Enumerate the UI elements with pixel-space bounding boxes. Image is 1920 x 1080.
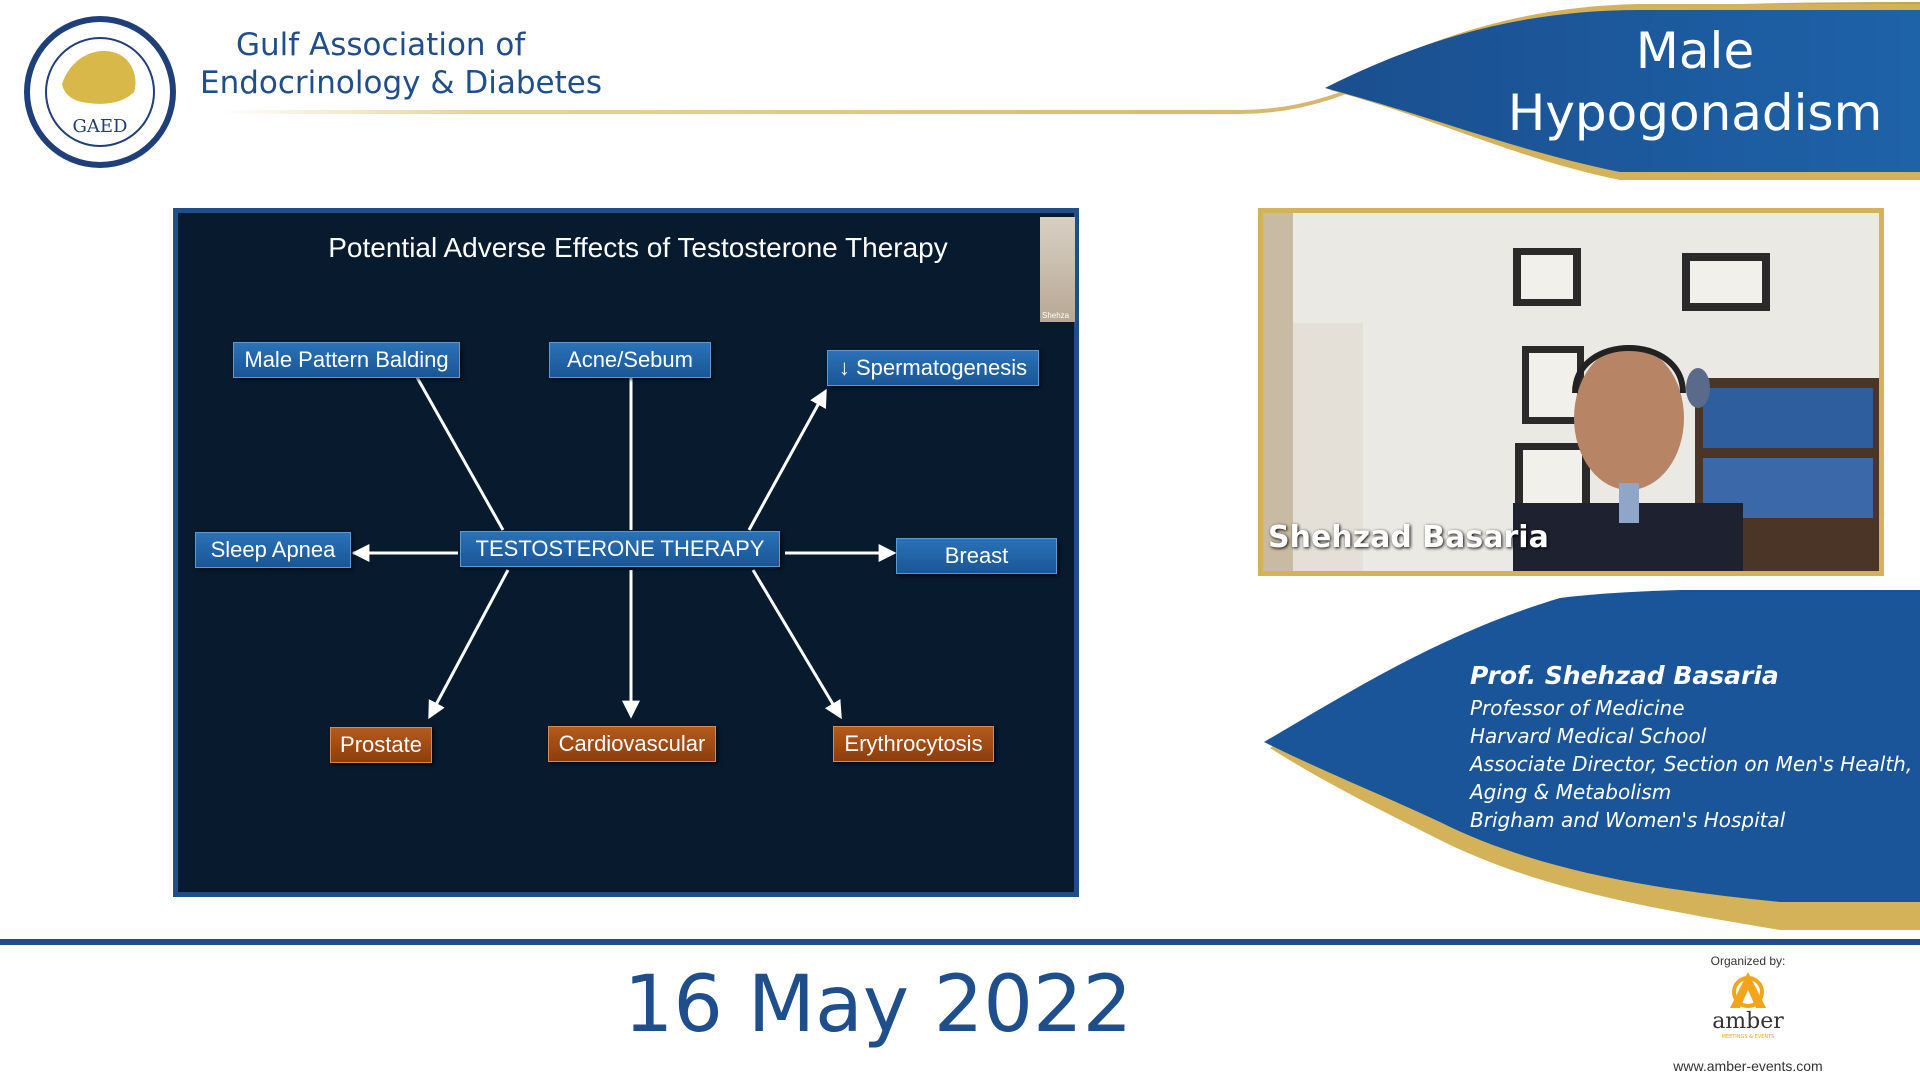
speaker-info: Prof. Shehzad Basaria Professor of Medic… bbox=[1470, 658, 1912, 834]
footer-divider bbox=[0, 939, 1920, 945]
event-title-line1: Male bbox=[1635, 22, 1755, 80]
svg-text:MEETINGS & EVENTS: MEETINGS & EVENTS bbox=[1722, 1034, 1775, 1040]
effect-cardiovascular: Cardiovascular bbox=[548, 726, 716, 762]
effect-spermatogenesis: ↓ Spermatogenesis bbox=[827, 350, 1039, 386]
effect-erythrocytosis: Erythrocytosis bbox=[833, 726, 994, 762]
effect-prostate: Prostate bbox=[330, 727, 432, 763]
header-banner bbox=[220, 2, 1920, 180]
effect-acne-sebum: Acne/Sebum bbox=[549, 342, 711, 378]
speaker-title-2: Harvard Medical School bbox=[1470, 724, 1707, 748]
speaker-title-3: Associate Director, Section on Men's Hea… bbox=[1470, 752, 1913, 776]
diagram-arrows bbox=[351, 352, 897, 720]
center-testosterone-therapy: TESTOSTERONE THERAPY bbox=[460, 531, 780, 567]
svg-text:GAED: GAED bbox=[73, 116, 128, 137]
organizer-url: www.amber-events.com bbox=[1673, 1058, 1823, 1074]
event-title: Male Hypogonadism bbox=[1480, 20, 1910, 144]
thumbnail-label: Shehza bbox=[1042, 311, 1070, 320]
svg-text:amber: amber bbox=[1712, 1009, 1784, 1034]
amber-logo: amber MEETINGS & EVENTS bbox=[1712, 972, 1784, 1040]
gaed-logo: GAED bbox=[24, 16, 176, 168]
speaker-title-5: Brigham and Women's Hospital bbox=[1470, 808, 1786, 832]
slide-video-thumbnail: Shehza bbox=[1040, 217, 1075, 322]
video-scene bbox=[1263, 213, 1879, 571]
organization-name: Gulf Association of Endocrinology & Diab… bbox=[200, 26, 602, 102]
effect-sleep-apnea: Sleep Apnea bbox=[195, 532, 351, 568]
participant-name-label: Shehzad Basaria bbox=[1268, 520, 1549, 555]
effect-male-pattern-balding: Male Pattern Balding bbox=[233, 342, 460, 378]
event-date: 16 May 2022 bbox=[623, 960, 1133, 1050]
speaker-video bbox=[1258, 208, 1884, 576]
speaker-title-4: Aging & Metabolism bbox=[1470, 780, 1672, 804]
organized-by-label: Organized by: bbox=[1710, 954, 1786, 968]
speaker-title-1: Professor of Medicine bbox=[1470, 696, 1685, 720]
event-title-line2: Hypogonadism bbox=[1507, 84, 1883, 142]
speaker-name: Prof. Shehzad Basaria bbox=[1470, 661, 1779, 690]
effect-breast: Breast bbox=[896, 538, 1057, 574]
org-name-line2: Endocrinology & Diabetes bbox=[200, 65, 602, 101]
speaker-banner bbox=[1264, 590, 1920, 930]
org-name-line1: Gulf Association of bbox=[236, 27, 526, 63]
slide-title: Potential Adverse Effects of Testosteron… bbox=[328, 232, 948, 263]
